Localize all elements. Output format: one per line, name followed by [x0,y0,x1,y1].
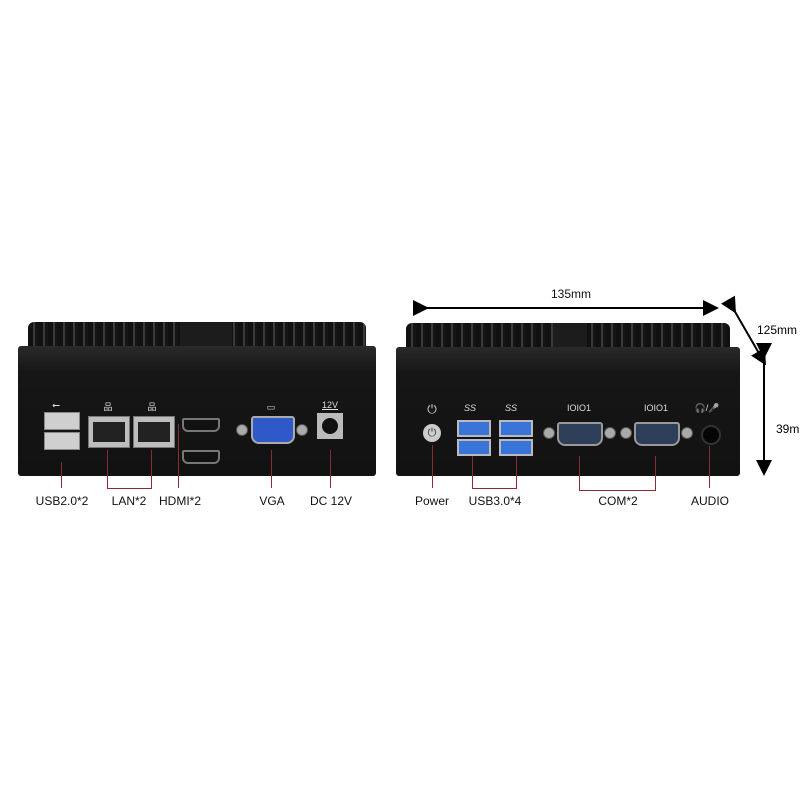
leader-line [655,456,656,490]
label-usb3: USB3.0*4 [468,494,522,508]
label-com: COM*2 [598,494,638,508]
leader-line [107,488,152,489]
com-screw [681,427,693,439]
com-screw [604,427,616,439]
power-button: ⏻ [423,424,441,442]
network-icon: 品 [103,402,113,412]
hdmi-port-2 [182,450,220,464]
leader-line [579,456,580,490]
heatsink-center-block [553,323,587,349]
usb3-port [499,439,533,456]
usb3-ss-icon: SS [504,403,518,413]
headphone-mic-icon: 🎧/🎤 [694,403,720,413]
usb3-port [499,420,533,437]
monitor-icon: ▭ [266,402,276,412]
leader-line [107,450,108,488]
hdmi-port-1 [182,418,220,432]
mini-pc-front-view [396,323,740,478]
network-icon: 品 [147,402,157,412]
width-dimension: 135mm [550,287,592,301]
power-symbol-icon: ⏻ [427,402,437,416]
dc-voltage-symbol: 12V [321,400,339,410]
usb2-port-bottom [44,432,80,450]
leader-line [432,445,433,488]
label-vga: VGA [259,494,285,508]
label-audio: AUDIO [690,494,730,508]
leader-line [151,450,152,488]
leader-line [709,446,710,488]
serial-port-symbol: IOIO1 [643,403,669,413]
audio-jack [701,425,721,445]
usb3-port [457,420,491,437]
com-screw [543,427,555,439]
usb3-ss-icon: SS [463,403,477,413]
usb-icon: ⭠ [52,400,60,411]
leader-line [330,450,331,488]
vga-screw [236,424,248,436]
label-dc: DC 12V [309,494,353,508]
heatsink-center-block [180,322,232,348]
label-lan: LAN*2 [111,494,147,508]
label-usb2: USB2.0*2 [35,494,89,508]
leader-line [472,488,517,489]
vga-port [251,416,295,444]
com-port-1 [557,422,603,446]
vga-screw [296,424,308,436]
com-port-2 [634,422,680,446]
height-dimension: 39mm [776,422,800,436]
serial-port-symbol: IOIO1 [566,403,592,413]
depth-dimension: 125mm [757,323,798,337]
dc-jack [317,413,343,439]
label-power: Power [414,494,450,508]
front-panel [396,347,740,476]
usb2-port-top [44,412,80,430]
leader-line [178,424,179,488]
com-screw [620,427,632,439]
leader-line [579,490,656,491]
leader-line [61,462,62,488]
leader-line [516,456,517,488]
lan-port-2 [133,416,175,448]
lan-port-1 [88,416,130,448]
label-hdmi: HDMI*2 [158,494,202,508]
leader-line [472,456,473,488]
leader-line [271,450,272,488]
usb3-port [457,439,491,456]
